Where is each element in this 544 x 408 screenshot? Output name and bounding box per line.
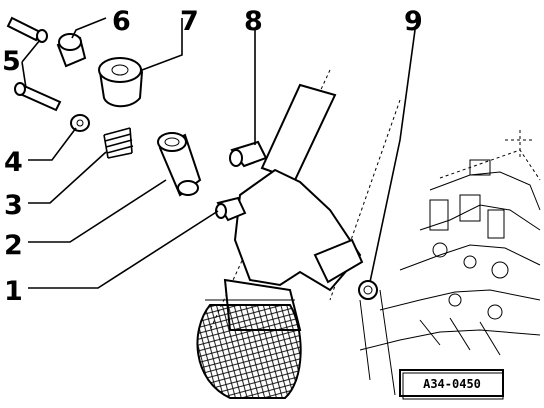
part-7-mount — [98, 57, 144, 108]
callout-1: 1 — [4, 276, 23, 307]
reference-code-box: A34-0450 — [399, 369, 504, 400]
part-9-nut — [358, 280, 378, 300]
mesh-boot — [196, 299, 302, 399]
callout-3: 3 — [4, 190, 23, 221]
part-2-bushing — [157, 132, 202, 197]
part-1-pin — [215, 196, 247, 222]
callout-5: 5 — [2, 46, 21, 77]
callout-6: 6 — [112, 6, 131, 37]
shaft-body — [223, 83, 364, 331]
reference-code: A34-0450 — [423, 377, 481, 391]
part-8-plug — [229, 140, 268, 168]
callout-4: 4 — [4, 147, 23, 178]
part-6-cap — [56, 33, 87, 68]
part-3-spring — [103, 127, 134, 159]
part-5-bolts — [6, 16, 62, 112]
callout-9: 9 — [404, 6, 423, 37]
part-4-washer — [70, 114, 90, 132]
leader-lines — [21, 17, 416, 289]
callout-7: 7 — [180, 6, 199, 37]
transmission-housing — [359, 130, 541, 396]
callout-2: 2 — [4, 230, 23, 261]
callout-8: 8 — [244, 6, 263, 37]
